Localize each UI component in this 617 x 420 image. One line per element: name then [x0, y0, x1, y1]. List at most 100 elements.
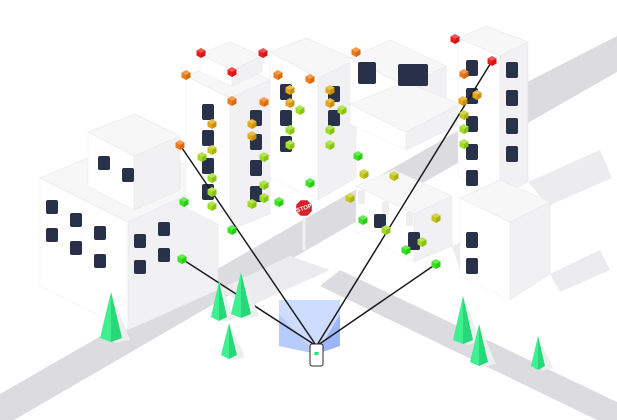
- corner-marker-lime: [259, 180, 269, 190]
- marker-cube: [325, 125, 335, 135]
- camera-rays: [179, 60, 493, 347]
- tree-face: [211, 281, 219, 321]
- marker-cube-top: [227, 225, 237, 230]
- marker-cube-side: [394, 173, 399, 181]
- trees: [100, 272, 553, 371]
- corner-marker-amber: [207, 119, 217, 129]
- corner-marker-red: [258, 48, 268, 58]
- corner-marker-orange: [273, 70, 283, 80]
- stop-sign-label: STOP: [296, 203, 313, 214]
- marker-cube-side: [186, 72, 191, 80]
- corner-marker-lime: [259, 152, 269, 162]
- building-roof: [355, 169, 453, 215]
- window: [374, 214, 386, 228]
- marker-cube-top: [459, 69, 469, 74]
- corner-marker-amber: [247, 119, 257, 129]
- marker-cube: [295, 105, 305, 115]
- tree-face: [463, 296, 473, 344]
- awning-stripe: [370, 195, 377, 210]
- camera-ray: [316, 263, 437, 347]
- marker-cube: [487, 56, 497, 66]
- camera-ray: [315, 60, 493, 347]
- phone-camera-dot: [314, 352, 319, 355]
- awning-stripe: [382, 201, 389, 215]
- marker-cube-top: [389, 171, 399, 176]
- road-back-right: [500, 36, 617, 106]
- marker-cube: [401, 245, 411, 255]
- marker-cube-side: [310, 180, 315, 188]
- corner-marker-green: [305, 178, 315, 188]
- corner-marker-lime: [459, 139, 469, 149]
- camera-ray: [179, 144, 318, 347]
- corner-marker-lime: [207, 187, 217, 197]
- corner-marker-red: [196, 48, 206, 58]
- building-mid: [269, 37, 357, 201]
- marker-cube-top: [259, 193, 269, 198]
- marker-cube: [207, 187, 217, 197]
- marker-cube-side: [363, 217, 368, 225]
- marker-cube-side: [464, 71, 469, 79]
- marker-cube-top: [431, 259, 441, 264]
- marker-cube-side: [278, 72, 283, 80]
- marker-cube-side: [358, 153, 363, 161]
- marker-cube-top: [207, 173, 217, 178]
- marker-cube-top: [450, 34, 460, 39]
- marker-cube-side: [350, 195, 355, 203]
- marker-cube: [285, 98, 295, 108]
- shadow: [550, 250, 610, 292]
- marker-cube-side: [492, 58, 497, 66]
- marker-cube-top: [285, 98, 295, 103]
- tree-face: [221, 323, 229, 359]
- window: [46, 200, 58, 214]
- marker-cube-side: [464, 141, 469, 149]
- corner-marker-orange: [305, 74, 315, 84]
- marker-cube-top: [247, 199, 257, 204]
- window: [158, 248, 170, 262]
- marker-cube-top: [196, 48, 206, 53]
- marker-cube-top: [258, 48, 268, 53]
- marker-cube: [197, 152, 207, 162]
- window: [328, 110, 340, 126]
- marker-cube-side: [477, 92, 482, 100]
- marker-cube-side: [386, 227, 391, 235]
- window: [250, 186, 262, 202]
- corner-marker-green: [353, 151, 363, 161]
- tree-face: [229, 323, 237, 359]
- marker-cube-top: [247, 131, 257, 136]
- shadow: [528, 150, 612, 206]
- window: [70, 241, 82, 255]
- marker-cube-side: [436, 215, 441, 223]
- marker-cube-side: [232, 98, 237, 106]
- corner-marker-green: [179, 197, 189, 207]
- marker-cube: [351, 47, 361, 57]
- window: [506, 146, 518, 162]
- marker-cube-side: [202, 154, 207, 162]
- stop-sign-pole: [302, 212, 306, 250]
- marker-cube: [247, 119, 257, 129]
- marker-cube-side: [264, 182, 269, 190]
- marker-cube-top: [305, 178, 315, 183]
- marker-cube-side: [212, 175, 217, 183]
- marker-cube-side: [310, 76, 315, 84]
- marker-cube-top: [181, 70, 191, 75]
- marker-cube-top: [359, 169, 369, 174]
- marker-cube-top: [417, 237, 427, 242]
- marker-cube-top: [274, 197, 284, 202]
- marker-cube-side: [342, 107, 347, 115]
- window: [250, 160, 262, 176]
- tree-icon: [453, 296, 481, 345]
- window: [466, 232, 478, 248]
- tree-face: [231, 272, 241, 318]
- marker-cube-top: [431, 213, 441, 218]
- marker-cube: [247, 131, 257, 141]
- corner-marker-red: [487, 56, 497, 66]
- tree-face: [100, 292, 111, 342]
- marker-cube-side: [422, 239, 427, 247]
- marker-cube: [285, 125, 295, 135]
- marker-cube-top: [227, 67, 237, 72]
- window: [466, 170, 478, 186]
- marker-cube: [337, 105, 347, 115]
- stop-sign-icon: [295, 199, 313, 217]
- marker-cube-top: [358, 215, 368, 220]
